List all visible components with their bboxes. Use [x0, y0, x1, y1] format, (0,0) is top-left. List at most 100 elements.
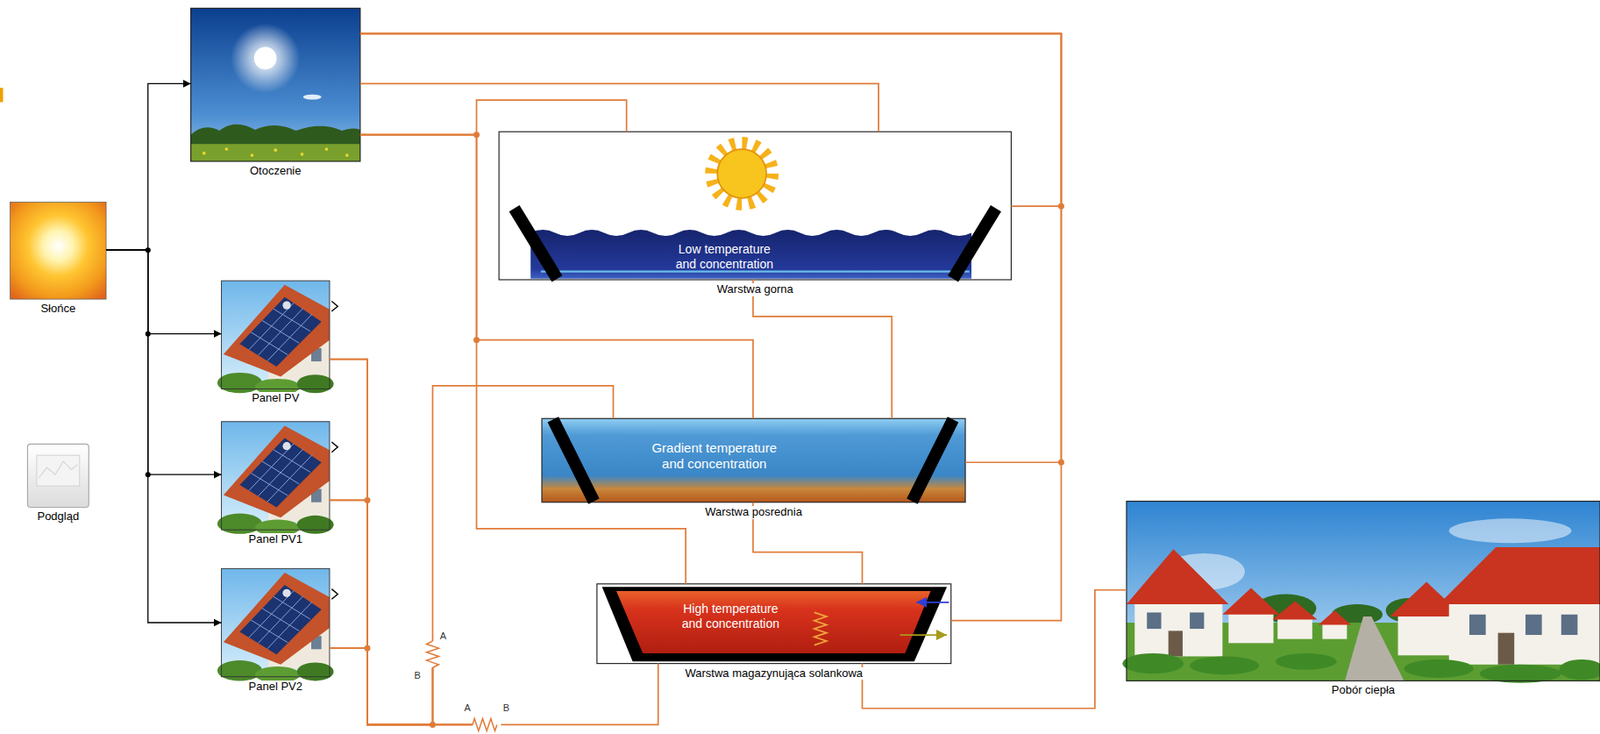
houses-picture — [1272, 601, 1317, 620]
pond-layer-block: High temperature and concentrationWarstw… — [597, 583, 952, 664]
thermal-connection — [861, 590, 1126, 709]
connectors — [106, 33, 1127, 725]
text-slot: High temperature and concentration — [676, 601, 784, 632]
upper-layer-picture — [514, 208, 558, 279]
text-slot: B — [503, 702, 510, 714]
storage-layer-picture — [814, 611, 827, 645]
thermal-connection — [360, 83, 879, 132]
houses-picture — [1322, 622, 1347, 640]
output-port — [331, 300, 338, 599]
pv-picture — [217, 421, 335, 536]
thermal-resistor-symbol — [472, 718, 498, 731]
environment-picture — [250, 153, 255, 157]
thermal-connection — [360, 33, 1062, 463]
environment-picture — [273, 148, 278, 152]
text-slot: Panel PV — [249, 391, 301, 406]
storage-layer-picture — [900, 633, 948, 636]
scope-picture — [27, 443, 89, 507]
environment-picture — [225, 147, 229, 151]
environment-picture — [230, 23, 300, 93]
pv-picture — [217, 568, 335, 683]
block-caption: Pobór ciepła — [1329, 683, 1397, 697]
houses-picture — [1498, 632, 1515, 665]
houses-picture — [1275, 653, 1337, 670]
storage-layer-picture — [916, 601, 949, 604]
scope-block: Podgląd — [27, 443, 89, 507]
output-port — [331, 300, 338, 312]
environment-picture — [325, 147, 329, 151]
thermal-connection — [500, 663, 658, 726]
environment-picture — [191, 124, 361, 162]
block-caption: Podgląd — [35, 510, 81, 524]
block-caption: Panel PV1 — [247, 533, 305, 547]
middle-layer-picture — [541, 418, 966, 502]
thermal-resistor-symbol — [426, 640, 498, 731]
storage-layer-picture — [602, 586, 947, 662]
pond-layer-block: Gradient temperature and concentrationWa… — [541, 418, 966, 502]
thermal-connection — [753, 279, 892, 419]
storage-layer-picture — [597, 583, 952, 664]
text-slot: Pobór ciepła — [1329, 683, 1397, 697]
thermal-connection — [329, 499, 434, 725]
houses-picture — [1469, 614, 1487, 635]
houses-picture — [1189, 655, 1259, 675]
block-caption: Panel PV — [249, 391, 301, 406]
houses-picture — [1189, 611, 1204, 629]
houses-picture — [1168, 630, 1183, 656]
houses-picture — [1126, 548, 1229, 605]
text-slot: Panel PV1 — [247, 533, 305, 547]
middle-layer-picture — [912, 419, 954, 501]
text-slot: A — [464, 702, 471, 714]
houses-picture — [1449, 518, 1572, 543]
storage-layer-picture — [597, 583, 952, 664]
houses-picture — [1398, 611, 1456, 655]
sun-source-block: Słońce — [10, 201, 107, 299]
environment-picture — [345, 153, 349, 157]
environment-picture — [202, 147, 349, 157]
houses-picture — [1146, 611, 1161, 629]
signal-arrow — [106, 249, 222, 334]
environment-picture — [191, 7, 361, 162]
text-slot: Podgląd — [35, 510, 81, 524]
text-slot: Warstwa gorna — [715, 283, 796, 297]
houses-picture — [1222, 587, 1280, 614]
text-slot: Otoczenie — [248, 164, 304, 178]
scope-picture — [27, 443, 89, 507]
environment-picture — [254, 47, 278, 71]
signal-arrow — [106, 249, 222, 623]
upper-layer-picture — [498, 131, 1011, 280]
pv-panel-block: Panel PV2 — [221, 568, 330, 676]
text-slot: Słońce — [38, 302, 78, 316]
thermal-connection — [360, 135, 754, 420]
pv-panel-block: Panel PV1 — [221, 421, 330, 530]
pv-picture — [217, 280, 335, 395]
houses-picture — [1525, 614, 1543, 635]
text-slot: Low temperature and concentration — [670, 242, 778, 273]
scope-picture — [38, 461, 78, 478]
pv-pictures — [217, 280, 338, 683]
block-caption: Warstwa posrednia — [703, 505, 804, 520]
houses-picture — [1344, 616, 1405, 681]
environment-picture — [303, 94, 322, 100]
upper-layer-picture — [530, 229, 972, 279]
houses-picture — [1228, 610, 1273, 643]
output-port — [331, 589, 338, 600]
thermal-connection — [360, 99, 627, 136]
text-slot: A — [440, 630, 447, 642]
sun-picture — [10, 202, 107, 300]
thermal-resistor-symbol — [426, 640, 440, 668]
text-slot: Warstwa magazynująca solankowa — [683, 667, 866, 681]
signal-arrow — [106, 83, 192, 250]
environment-picture — [191, 143, 361, 162]
houses-picture — [1558, 659, 1600, 680]
block-caption: Warstwa magazynująca solankowa — [683, 667, 866, 681]
houses-picture — [1126, 501, 1600, 682]
layer-description: High temperature and concentration — [676, 601, 784, 632]
environment-picture — [191, 7, 361, 162]
scope-picture — [36, 455, 80, 486]
block-caption: Panel PV2 — [247, 680, 305, 694]
